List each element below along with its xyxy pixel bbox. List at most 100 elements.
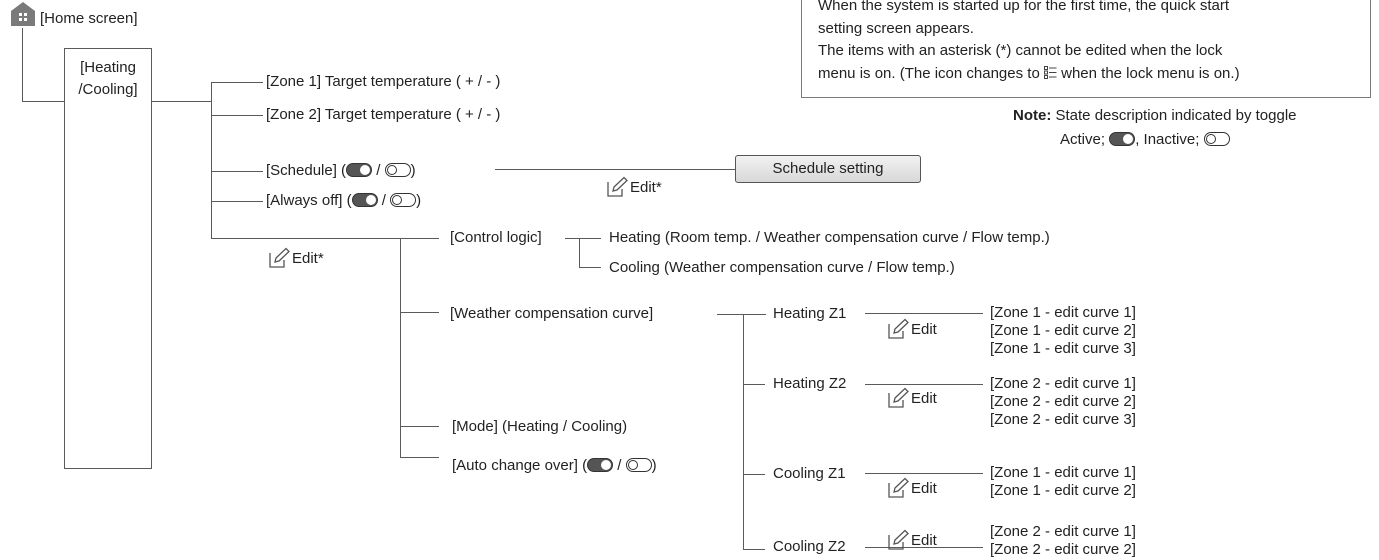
always-off-item[interactable]: [Always off] ( / ) — [266, 192, 421, 210]
curve-item[interactable]: [Zone 1 - edit curve 3] — [990, 340, 1136, 357]
home-icon[interactable] — [11, 2, 35, 26]
edit-star-label: Edit* — [292, 249, 324, 267]
schedule-item[interactable]: [Schedule] ( / ) — [266, 162, 416, 180]
cooling-z2[interactable]: Cooling Z2 — [773, 538, 846, 555]
curve-item[interactable]: [Zone 1 - edit curve 1] — [990, 304, 1136, 321]
info-line-3: The items with an asterisk (*) cannot be… — [818, 42, 1223, 59]
heating-z2[interactable]: Heating Z2 — [773, 375, 847, 392]
connector — [400, 426, 439, 427]
toggle-on-icon[interactable] — [587, 458, 614, 472]
connector — [400, 312, 439, 313]
connector — [495, 169, 735, 170]
edit-star-label: Edit* — [630, 178, 662, 196]
schedule-label: [Schedule] ( — [266, 162, 347, 179]
note-active: Active; — [1060, 131, 1110, 148]
connector — [743, 384, 765, 385]
curve-item[interactable]: [Zone 2 - edit curve 1] — [990, 375, 1136, 392]
close-paren: ) — [416, 192, 422, 209]
edit-pencil-icon — [888, 387, 909, 408]
zone2-target-temp[interactable]: [Zone 2] Target temperature ( + / - ) — [266, 106, 501, 123]
curve-item[interactable]: [Zone 2 - edit curve 3] — [990, 411, 1136, 428]
connector — [579, 267, 601, 268]
connector — [865, 313, 983, 314]
edit-pencil-icon — [888, 477, 909, 498]
note-label: Note: — [1013, 107, 1052, 124]
info-box: When the system is started up for the fi… — [801, 0, 1371, 98]
edit-schedule[interactable]: Edit* — [606, 176, 662, 198]
slash: / — [613, 457, 626, 474]
heating-cooling-label: [Heating /Cooling] — [78, 59, 138, 98]
connector — [211, 171, 263, 172]
toggle-off-icon[interactable] — [625, 458, 652, 472]
cooling-z1[interactable]: Cooling Z1 — [773, 465, 846, 482]
connector — [743, 314, 744, 550]
heating-cooling-box[interactable]: [Heating /Cooling] — [64, 48, 152, 469]
zone1-target-temp[interactable]: [Zone 1] Target temperature ( + / - ) — [266, 73, 501, 90]
connector — [211, 238, 439, 239]
toggle-off-icon — [1203, 132, 1230, 146]
close-paren: ) — [410, 162, 416, 179]
edit-pencil-icon — [607, 176, 628, 197]
toggle-off-icon[interactable] — [384, 163, 411, 177]
curve-item[interactable]: [Zone 2 - edit curve 2] — [990, 541, 1136, 558]
toggle-on-icon — [1109, 132, 1136, 146]
edit-pencil-icon — [888, 318, 909, 339]
connector — [865, 547, 983, 548]
info-line-4: menu is on. (The icon changes to when th… — [818, 63, 1354, 86]
list-icon — [1043, 65, 1057, 79]
edit-label: Edit — [911, 389, 937, 407]
schedule-setting-button[interactable]: Schedule setting — [735, 155, 921, 183]
connector — [865, 473, 983, 474]
connector — [579, 238, 580, 268]
note: Note: State description indicated by tog… — [1013, 107, 1297, 125]
edit-label: Edit — [911, 479, 937, 497]
curve-item[interactable]: [Zone 2 - edit curve 2] — [990, 393, 1136, 410]
info-line-4b: when the lock menu is on.) — [1056, 64, 1240, 82]
connector — [717, 314, 766, 315]
curve-item[interactable]: [Zone 2 - edit curve 1] — [990, 523, 1136, 540]
info-line-1: When the system is started up for the fi… — [818, 0, 1229, 14]
connector — [211, 201, 263, 202]
connector — [22, 28, 23, 101]
toggle-on-icon[interactable] — [351, 193, 378, 207]
note-text: State description indicated by toggle — [1055, 107, 1297, 124]
edit-pencil-icon — [888, 529, 909, 550]
edit-pencil-icon — [269, 247, 290, 268]
auto-change-over-item[interactable]: [Auto change over] ( / ) — [452, 457, 657, 475]
connector — [743, 474, 765, 475]
heating-z1[interactable]: Heating Z1 — [773, 305, 847, 322]
edit-heating-z2[interactable]: Edit — [887, 387, 937, 409]
connector — [400, 238, 401, 458]
curve-item[interactable]: [Zone 1 - edit curve 2] — [990, 322, 1136, 339]
edit-label: Edit — [911, 531, 937, 549]
mode-item[interactable]: [Mode] (Heating / Cooling) — [452, 418, 628, 435]
connector — [580, 238, 601, 239]
edit-heating-z1[interactable]: Edit — [887, 318, 937, 340]
connector — [22, 101, 64, 102]
connector — [211, 115, 263, 116]
auto-change-over-label: [Auto change over] ( — [452, 457, 588, 474]
connector — [865, 384, 983, 385]
note-inactive: , Inactive; — [1135, 131, 1204, 148]
info-line-4a: menu is on. (The icon changes to — [818, 64, 1044, 82]
connector — [743, 549, 765, 550]
note-states: Active; , Inactive; — [1060, 131, 1230, 149]
toggle-off-icon[interactable] — [390, 193, 417, 207]
control-logic-cooling: Cooling (Weather compensation curve / Fl… — [609, 259, 955, 276]
slash: / — [372, 162, 385, 179]
edit-cooling-z2[interactable]: Edit — [887, 529, 937, 551]
connector — [152, 101, 212, 102]
connector — [565, 238, 580, 239]
connector — [211, 82, 263, 83]
edit-cooling-z1[interactable]: Edit — [887, 477, 937, 499]
control-logic[interactable]: [Control logic] — [450, 229, 542, 246]
edit-label: Edit — [911, 320, 937, 338]
curve-item[interactable]: [Zone 1 - edit curve 1] — [990, 464, 1136, 481]
weather-compensation-curve[interactable]: [Weather compensation curve] — [450, 305, 654, 322]
slash: / — [377, 192, 391, 209]
edit-settings[interactable]: Edit* — [268, 247, 324, 269]
control-logic-heating: Heating (Room temp. / Weather compensati… — [609, 229, 1050, 246]
curve-item[interactable]: [Zone 1 - edit curve 2] — [990, 482, 1136, 499]
toggle-on-icon[interactable] — [346, 163, 373, 177]
connector — [211, 82, 212, 238]
